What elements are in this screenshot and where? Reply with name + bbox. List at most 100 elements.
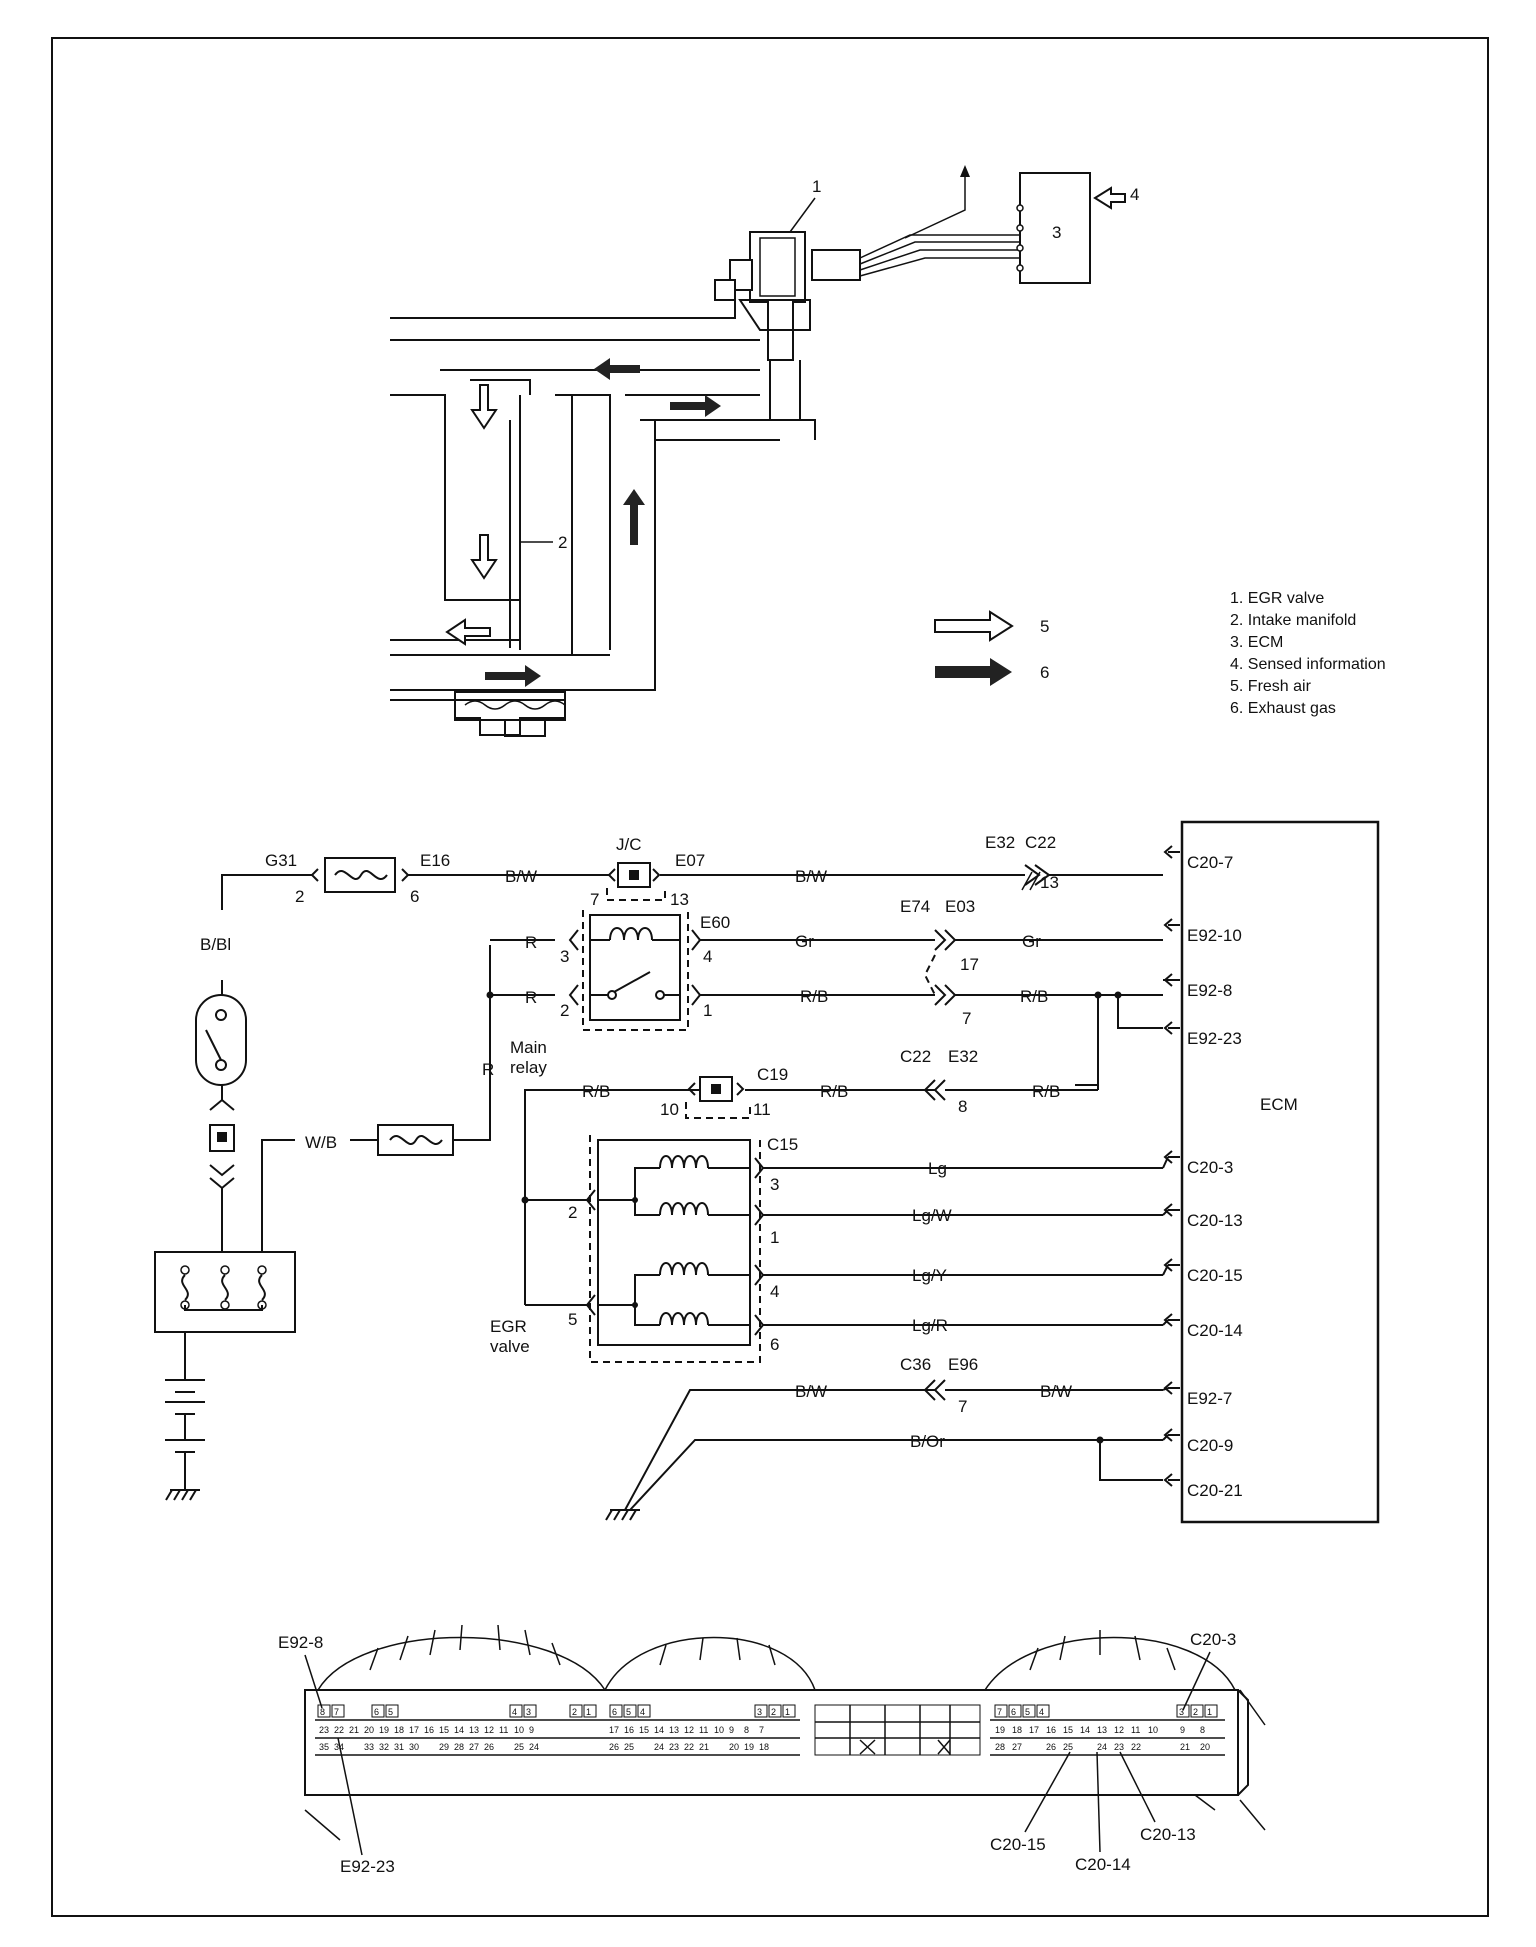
e92-pin: 32: [379, 1742, 389, 1752]
e92-pin: 6: [612, 1707, 617, 1717]
e92-pin: 7: [334, 1707, 339, 1717]
terminal-c20-14: C20-14: [1187, 1321, 1243, 1340]
e92-pin: 30: [409, 1742, 419, 1752]
callout-1: 1: [812, 177, 821, 196]
c20-pin: 14: [1080, 1725, 1090, 1735]
e92-pin: 18: [394, 1725, 404, 1735]
e92-pin: 24: [529, 1742, 539, 1752]
ecm-label: ECM: [1260, 1095, 1298, 1114]
wire-lgw: Lg/W: [912, 1206, 952, 1225]
pin-3-relay: 3: [560, 947, 569, 966]
pin-5-egr: 5: [568, 1310, 577, 1329]
connector-c22-a: C22: [1025, 833, 1056, 852]
c20-row-3: 28 27 26 25 24 23 22 21 20: [995, 1742, 1210, 1752]
c20-pin: 8: [1200, 1725, 1205, 1735]
ecm-box: [1180, 820, 1380, 1524]
egr-system-illustration: 3 1 2 4 5 6 1. EGR valve 2. Intake manif…: [390, 165, 1386, 737]
wire-bw-1: B/W: [505, 867, 537, 886]
connector-g31: G31: [265, 851, 297, 870]
c20-pin: 7: [997, 1707, 1002, 1717]
exhaust-flow-arrow: [485, 665, 541, 687]
e92-pin: 3: [757, 1707, 762, 1717]
e92-pin: 26: [609, 1742, 619, 1752]
e92-pin: 13: [669, 1725, 679, 1735]
terminal-c20-7: C20-7: [1187, 853, 1233, 872]
e92-pin: 23: [319, 1725, 329, 1735]
c20-pin: 23: [1114, 1742, 1124, 1752]
pin-17: 17: [960, 955, 979, 974]
c20-row-1: 7 6 5 4 3 2 1: [994, 1704, 1218, 1718]
e92-pin: 22: [334, 1725, 344, 1735]
e92-pin: 4: [640, 1707, 645, 1717]
connector-jc: J/C: [616, 835, 642, 854]
c20-pin: 19: [995, 1725, 1005, 1735]
legend-item-5: 5. Fresh air: [1230, 678, 1312, 695]
callout-c20-14: C20-14: [1075, 1855, 1131, 1874]
e92-row-2: 23 22 21 20 19 18 17 16 15 14 13 12 11 1…: [319, 1725, 764, 1735]
pin-4-egr: 4: [770, 1282, 779, 1301]
e92-row-1: 8 7 6 5 4 3 2 1 6 5 4 3 2 1: [317, 1704, 796, 1718]
connector-e74: E74: [900, 897, 930, 916]
terminal-e92-10: E92-10: [1187, 926, 1242, 945]
e92-pin: 34: [334, 1742, 344, 1752]
pin-10: 10: [660, 1100, 679, 1119]
terminal-e92-23: E92-23: [1187, 1029, 1242, 1048]
egr-valve-drawing: [714, 231, 861, 440]
e92-pin: 7: [759, 1725, 764, 1735]
callout-c20-3: C20-3: [1190, 1630, 1236, 1649]
e92-pin: 20: [364, 1725, 374, 1735]
c20-pin: 24: [1097, 1742, 1107, 1752]
main-relay: R R R 3 2 E60 4 1 Main relay Gr E74 E: [482, 897, 1170, 1140]
c20-pin: 5: [1025, 1707, 1030, 1717]
e92-pin: 15: [639, 1725, 649, 1735]
legend-item-6: 6. Exhaust gas: [1230, 700, 1336, 717]
e92-pin: 19: [379, 1725, 389, 1735]
e92-connector: 8 7 6 5 4 3 2 1 6 5 4 3 2 1 23 22 21 20 …: [315, 1704, 800, 1756]
callout-4: 4: [1130, 185, 1139, 204]
c20-pin: 20: [1200, 1742, 1210, 1752]
fresh-air-arrow: [470, 534, 498, 580]
pin-3-egr: 3: [770, 1175, 779, 1194]
pin-2-egr: 2: [568, 1203, 577, 1222]
e92-pin: 2: [771, 1707, 776, 1717]
pin-2-relay: 2: [560, 1001, 569, 1020]
connector-c36: C36: [900, 1355, 931, 1374]
connector-e03: E03: [945, 897, 975, 916]
pin-1-relay: 1: [703, 1001, 712, 1020]
wire-lg: Lg: [928, 1159, 947, 1178]
e92-pin: 25: [624, 1742, 634, 1752]
c20-row-2: 19 18 17 16 15 14 13 12 11 10 9 8: [995, 1725, 1205, 1735]
legend-arrow-6-label: 6: [1040, 663, 1049, 682]
wire-rb-3: R/B: [582, 1082, 610, 1101]
e92-pin: 2: [572, 1707, 577, 1717]
ignition-switch: [195, 994, 247, 1086]
callout-c20-13: C20-13: [1140, 1825, 1196, 1844]
connector-e16: E16: [420, 851, 450, 870]
pin-8: 8: [958, 1097, 967, 1116]
e92-pin: 17: [409, 1725, 419, 1735]
c20-pin: 25: [1063, 1742, 1073, 1752]
c20-pin: 6: [1011, 1707, 1016, 1717]
terminal-c20-13: C20-13: [1187, 1211, 1243, 1230]
connector-middle-block: [814, 1704, 981, 1756]
e92-pin: 9: [529, 1725, 534, 1735]
connector-e96: E96: [948, 1355, 978, 1374]
wire-lgy: Lg/Y: [912, 1266, 947, 1285]
e92-pin: 8: [320, 1707, 325, 1717]
fresh-air-arrow: [470, 384, 498, 430]
pin-7-ground: 7: [958, 1397, 967, 1416]
c20-connector: 7 6 5 4 3 2 1 19 18 17 16 15 14 13 12 11…: [990, 1704, 1225, 1756]
c20-pin: 21: [1180, 1742, 1190, 1752]
c20-pin: 2: [1193, 1707, 1198, 1717]
wiring-schematic: ECM C20-7 E92-10 E92-8 E92-23 C20-3 C20-…: [154, 820, 1380, 1524]
pin-7-jc: 7: [590, 890, 599, 909]
e92-row-3: 35 34 33 32 31 30 29 28 27 26 25 24 26 2…: [319, 1742, 769, 1752]
wire-lgr: Lg/R: [912, 1316, 948, 1335]
e92-pin: 26: [484, 1742, 494, 1752]
c20-pin: 4: [1039, 1707, 1044, 1717]
legend-arrow-5-label: 5: [1040, 617, 1049, 636]
c20-pin: 10: [1148, 1725, 1158, 1735]
wire-bw-3: B/W: [795, 1382, 827, 1401]
pin-4-relay: 4: [703, 947, 712, 966]
